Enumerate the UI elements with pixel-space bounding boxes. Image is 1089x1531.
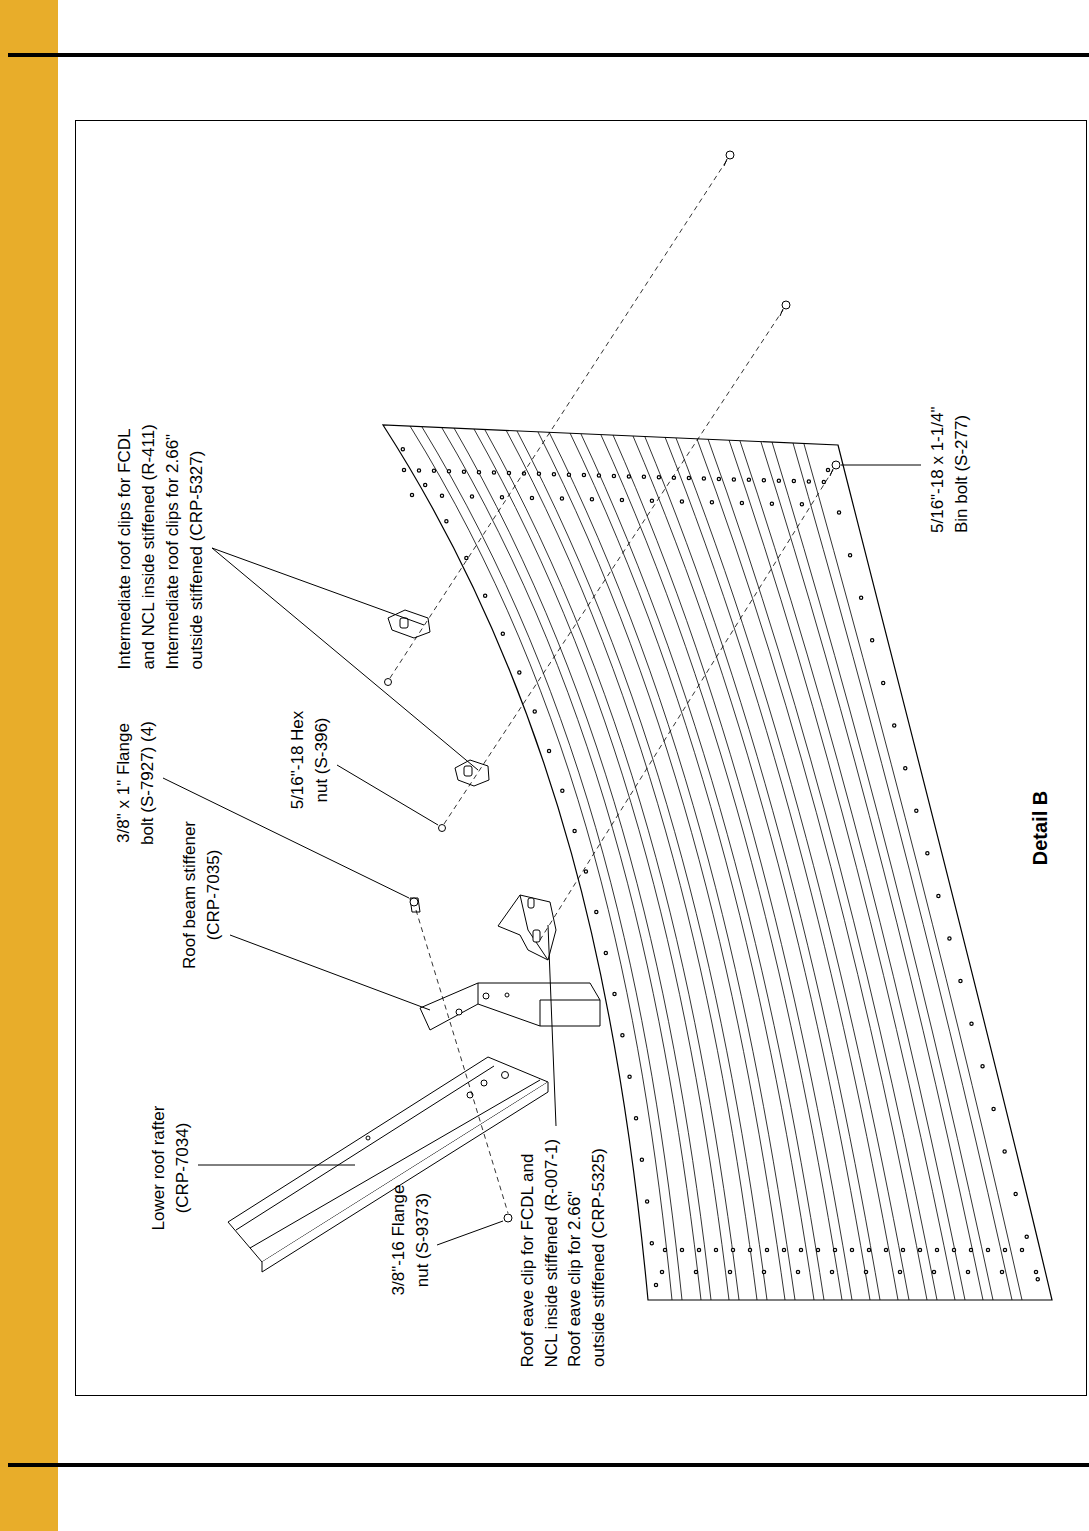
intermediate-clip bbox=[388, 610, 489, 786]
part-label: Roof eave clip for 2.66" outside stiffen… bbox=[563, 1147, 611, 1367]
part-label: Intermediate roof clips for FCDL and NCL… bbox=[112, 415, 160, 670]
part-label: Roof eave clip for FCDL and NCL inside s… bbox=[515, 1133, 563, 1368]
beam-stiffener bbox=[420, 983, 600, 1030]
roof-panel bbox=[383, 425, 1052, 1300]
assembly-line bbox=[390, 160, 833, 1213]
leader-line bbox=[163, 465, 921, 1245]
side-bar bbox=[0, 0, 58, 1531]
part-label: 3/8"-16 Flange nut (S-9373) bbox=[386, 1183, 434, 1298]
footer-rule bbox=[8, 1463, 1089, 1467]
header-rule bbox=[8, 53, 1089, 57]
part-label: 5/16"-18 x 1-1/4" Bin bolt (S-277) bbox=[926, 393, 974, 533]
figure-frame bbox=[76, 121, 1087, 1396]
part-label: Roof beam stiffener (CRP-7035) bbox=[178, 815, 226, 975]
part-label: 5/16"-18 Hex nut (S-396) bbox=[286, 705, 334, 815]
part-label: Intermediate roof clips for 2.66" outsid… bbox=[160, 415, 208, 670]
part-label: 3/8" x 1" Flange bolt (S-7927) (4) bbox=[112, 718, 160, 848]
fasteners bbox=[385, 151, 841, 1222]
part-label: Lower roof rafter (CRP-7034) bbox=[146, 1101, 194, 1236]
figure-caption: Detail B bbox=[1028, 791, 1052, 865]
panel-holes bbox=[398, 442, 1040, 1288]
eave-clip bbox=[498, 895, 556, 960]
